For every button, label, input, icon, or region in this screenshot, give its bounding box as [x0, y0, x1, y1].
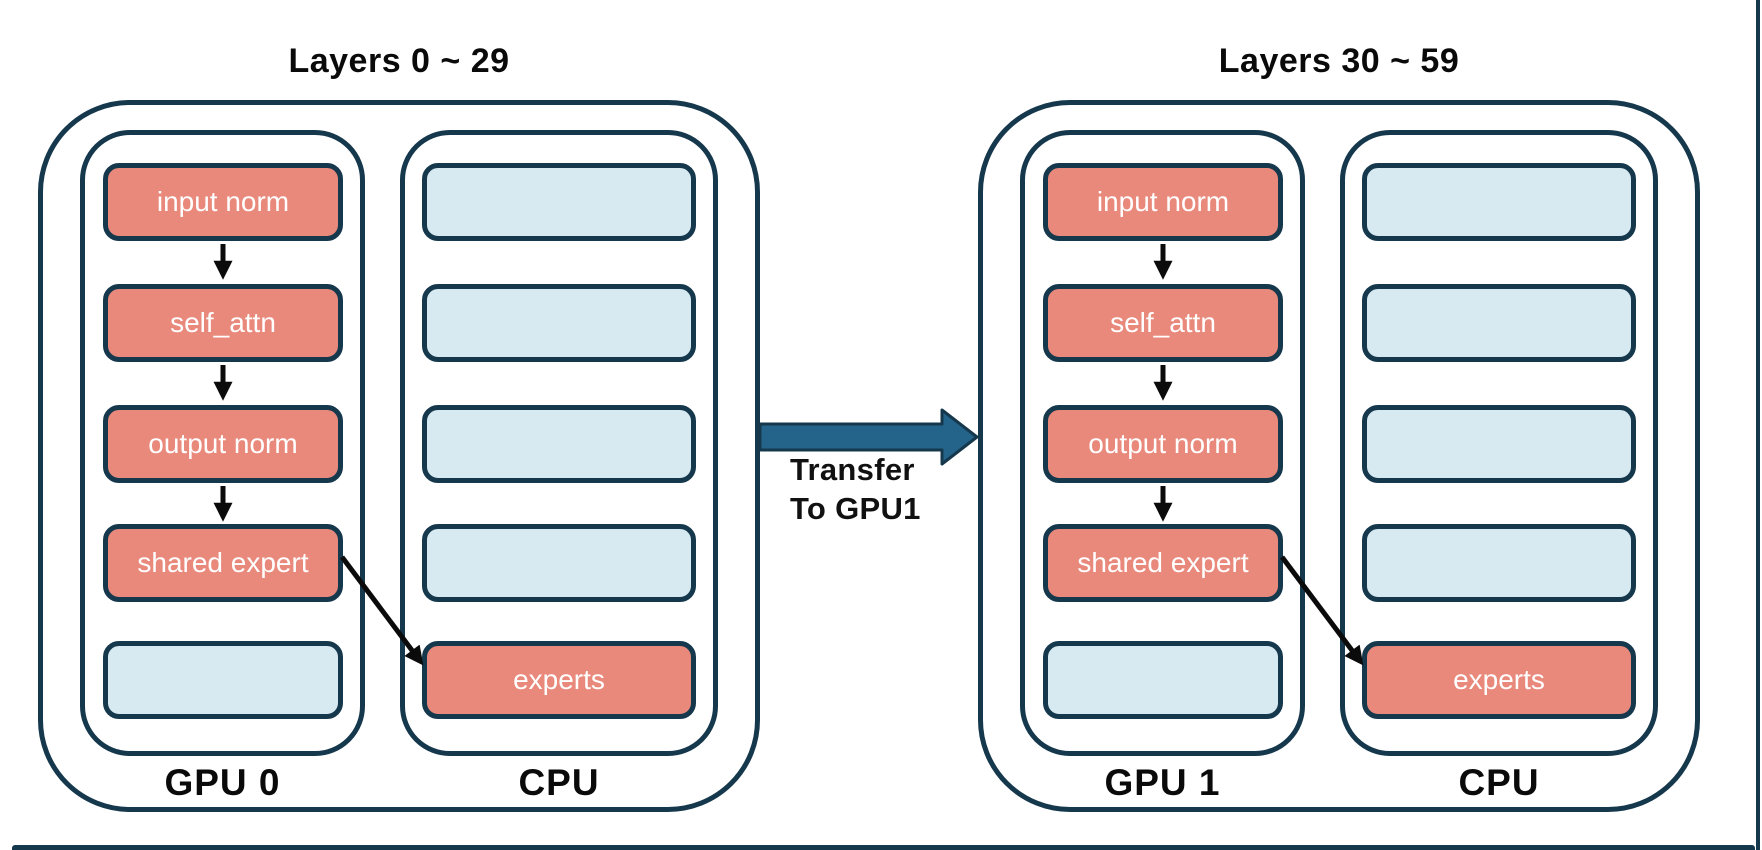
layer-group-30-59: Layers 30 ~ 59 input norm self_attn outp…: [978, 0, 1700, 850]
placeholder-box: [1043, 641, 1283, 719]
module-label: output norm: [148, 428, 298, 459]
cpu-label: CPU: [518, 762, 600, 803]
placeholder-box: [1362, 163, 1636, 241]
module-label: experts: [513, 664, 605, 695]
module-box-experts: experts: [1362, 641, 1636, 719]
module-label: experts: [1453, 664, 1545, 695]
module-label: input norm: [1096, 186, 1230, 217]
module-label: shared expert: [1077, 547, 1249, 578]
module-box-input-norm: input norm: [103, 163, 343, 241]
bottom-edge-bar: [12, 845, 1755, 850]
module-label: self_attn: [170, 307, 276, 338]
module-box-self-attn: self_attn: [1043, 284, 1283, 362]
module-label: shared expert: [137, 547, 309, 578]
module-box-output-norm: output norm: [1043, 405, 1283, 483]
placeholder-box: [103, 641, 343, 719]
group-title: Layers 0 ~ 29: [288, 42, 510, 80]
transfer-label-line1: Transfer: [790, 452, 915, 487]
module-box-output-norm: output norm: [103, 405, 343, 483]
placeholder-box: [422, 524, 696, 602]
group-title: Layers 30 ~ 59: [1218, 42, 1460, 80]
placeholder-box: [422, 163, 696, 241]
module-label: self_attn: [1110, 307, 1216, 338]
right-edge-line: [1756, 0, 1760, 850]
placeholder-box: [422, 405, 696, 483]
module-label: input norm: [156, 186, 290, 217]
placeholder-box: [1362, 524, 1636, 602]
module-box-shared-expert: shared expert: [1043, 524, 1283, 602]
module-box-shared-expert: shared expert: [103, 524, 343, 602]
placeholder-box: [1362, 405, 1636, 483]
cpu-label: CPU: [1458, 762, 1540, 803]
module-box-input-norm: input norm: [1043, 163, 1283, 241]
gpu1-label: GPU 1: [1104, 762, 1221, 803]
gpu0-label: GPU 0: [164, 762, 281, 803]
module-box-experts: experts: [422, 641, 696, 719]
module-label: output norm: [1088, 428, 1238, 459]
transfer-label-line2: To GPU1: [790, 491, 921, 526]
module-box-self-attn: self_attn: [103, 284, 343, 362]
layer-group-0-29: Layers 0 ~ 29 input norm self_attn outpu…: [38, 0, 760, 850]
transfer-label: Transfer To GPU1: [790, 450, 921, 528]
placeholder-box: [1362, 284, 1636, 362]
placeholder-box: [422, 284, 696, 362]
